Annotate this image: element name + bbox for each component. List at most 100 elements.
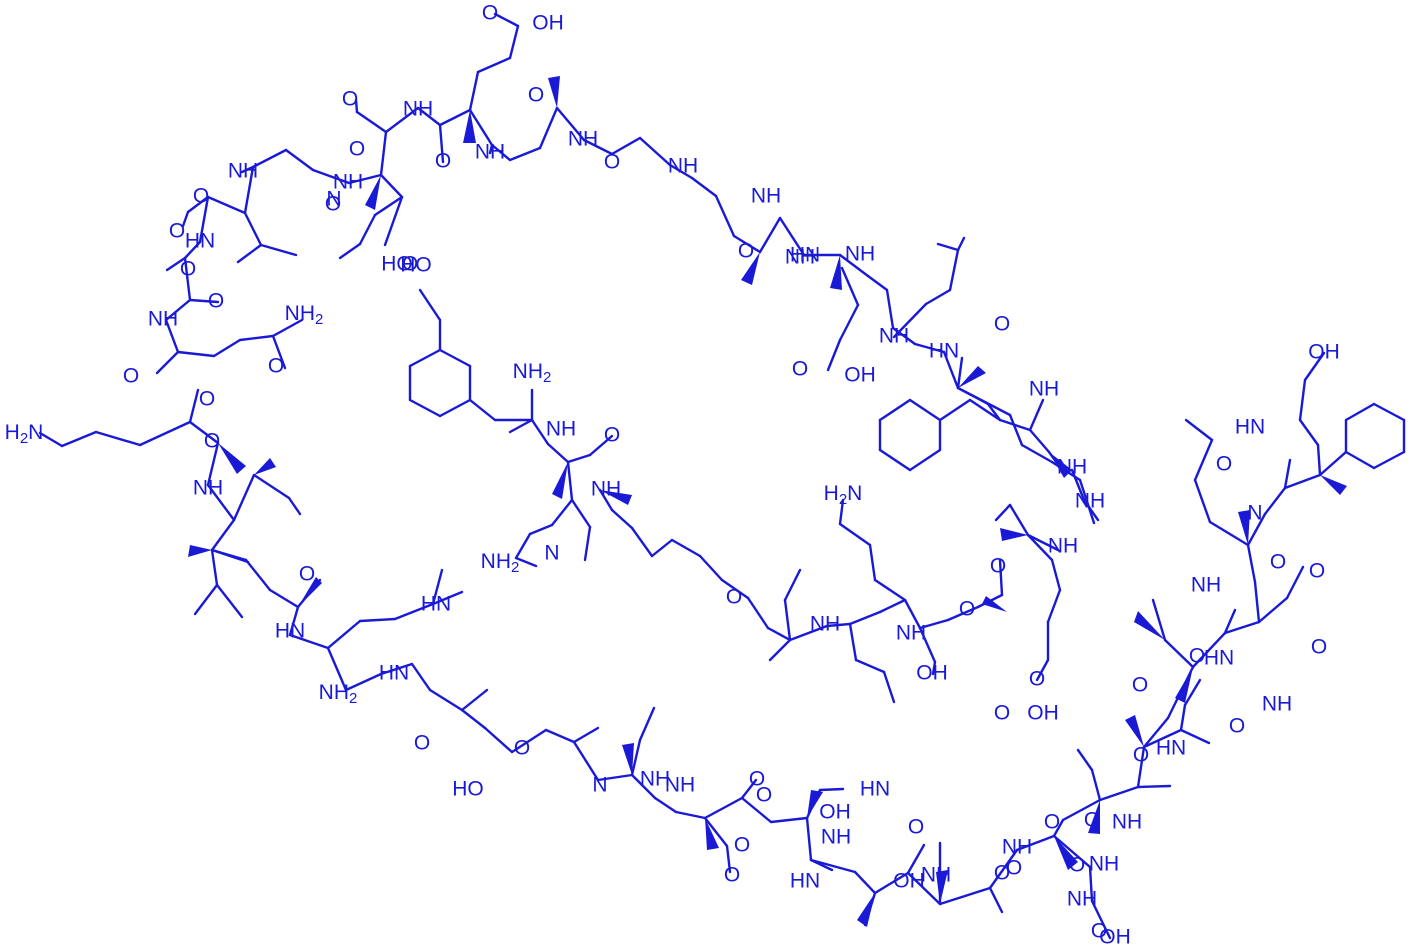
bond-line: [288, 633, 330, 650]
bond-line: [271, 334, 287, 370]
atom-label: NH: [1067, 888, 1097, 911]
atom-label: O: [1006, 857, 1022, 880]
bond-line: [638, 136, 672, 167]
bond-line: [1008, 413, 1024, 447]
bond-line: [988, 848, 1019, 890]
atom-label: O: [1216, 453, 1232, 476]
bond-line: [530, 418, 550, 446]
bond-line: [379, 130, 388, 177]
bond-line: [546, 442, 570, 464]
bond-line: [468, 398, 497, 422]
bond-line: [630, 526, 654, 558]
bond-line: [566, 453, 592, 464]
bond-line: [1142, 716, 1170, 749]
stereo-wedge: [1320, 475, 1347, 495]
atom-label: HN: [421, 593, 451, 616]
bond-line: [1179, 703, 1187, 732]
bond-line: [598, 488, 614, 512]
bond-line: [244, 558, 272, 592]
bond-line: [714, 194, 736, 238]
bond-line: [1026, 533, 1054, 562]
bond-line: [379, 173, 404, 199]
bond-line: [918, 626, 937, 664]
atom-label: NH2: [481, 550, 520, 576]
bond-line: [1298, 378, 1307, 422]
bond-line: [838, 522, 872, 547]
bond-line: [936, 242, 960, 252]
atom-label: HN: [1156, 737, 1186, 760]
bond-line: [287, 496, 302, 516]
bond-line: [703, 796, 744, 820]
bond-line: [948, 248, 960, 292]
atom-label: NH: [640, 768, 670, 791]
bond-line: [1136, 745, 1146, 789]
bond-line: [630, 738, 642, 777]
bond-line: [358, 617, 397, 623]
bond-line: [555, 106, 586, 142]
bond-line: [1193, 438, 1214, 482]
atom-label: NH: [403, 98, 433, 121]
bond-line: [508, 418, 534, 434]
bond-line: [610, 136, 642, 156]
bond-line: [1070, 468, 1086, 502]
bond-line: [431, 590, 464, 606]
bond-line: [1028, 428, 1051, 454]
bond-line: [60, 430, 98, 448]
bond-line: [1090, 899, 1112, 940]
bond-line: [638, 706, 656, 742]
bond-line: [188, 420, 220, 445]
stereo-wedge: [254, 458, 276, 475]
bond-line: [1183, 678, 1202, 707]
atom-label: NH: [591, 478, 621, 501]
bond-line: [1078, 478, 1096, 525]
bond-line: [908, 448, 942, 472]
bond-line: [918, 618, 950, 630]
bond-line: [838, 498, 845, 526]
atom-label: HN: [1235, 416, 1265, 439]
bond-line: [468, 70, 480, 112]
bond-line: [946, 605, 980, 622]
bond-layer: [38, 12, 1406, 940]
atom-label: O: [1189, 645, 1205, 668]
bond-line: [853, 870, 877, 895]
atom-label: O: [402, 253, 418, 276]
atom-label: O: [734, 834, 750, 857]
atom-label: O: [1309, 560, 1325, 583]
atom-label: NH: [1029, 378, 1059, 401]
atom-label: O: [1133, 744, 1149, 767]
bond-line: [393, 602, 435, 621]
bond-line: [1223, 620, 1261, 635]
atom-label: O: [482, 2, 498, 25]
atom-label: NH: [921, 864, 951, 887]
atom-label: O: [990, 555, 1006, 578]
bond-line: [873, 871, 910, 895]
bond-line: [311, 168, 351, 185]
atom-label: NH2: [513, 360, 552, 386]
bond-line: [508, 24, 520, 60]
bond-line: [588, 434, 614, 457]
bond-line: [418, 288, 442, 322]
atom-label: NH: [668, 155, 698, 178]
atom-label: O: [193, 185, 209, 208]
bond-line: [572, 726, 600, 744]
bond-line: [94, 430, 142, 447]
atom-label: O: [1069, 854, 1085, 877]
bond-line: [1052, 818, 1065, 838]
atom-label: NH: [568, 128, 598, 151]
atom-label: NH: [546, 418, 576, 441]
bond-line: [416, 106, 442, 127]
atom-label: N: [1247, 502, 1262, 525]
bond-line: [906, 843, 926, 875]
bond-line: [186, 195, 210, 214]
atom-label: HO: [381, 253, 413, 276]
bond-line: [206, 441, 220, 487]
bond-line: [988, 886, 1004, 914]
bond-line: [428, 688, 464, 712]
bond-line: [326, 646, 348, 692]
bond-line: [725, 844, 732, 874]
atom-label: NH: [193, 477, 223, 500]
atom-label: O: [199, 388, 215, 411]
bond-line: [840, 266, 860, 307]
atom-label: O: [1084, 809, 1100, 832]
stereo-wedge: [548, 76, 560, 108]
